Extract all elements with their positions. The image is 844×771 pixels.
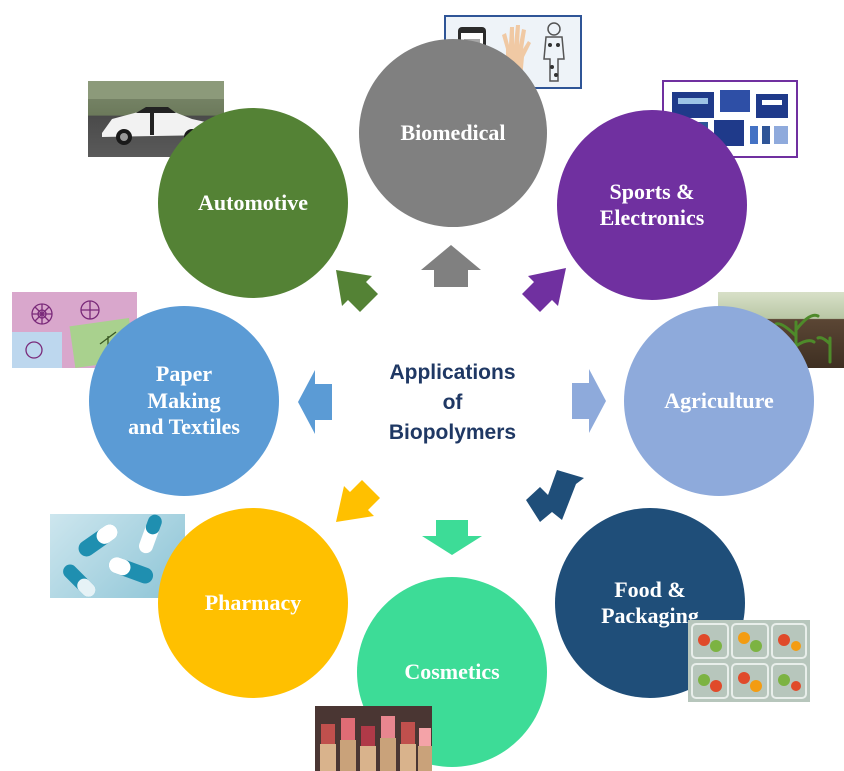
arrow-down-right-icon bbox=[526, 470, 584, 522]
lipsticks-image bbox=[315, 706, 432, 771]
arrow-up-left-icon bbox=[336, 270, 378, 312]
arrow-right-icon bbox=[572, 369, 606, 433]
node-automotive: Automotive bbox=[158, 108, 348, 298]
node-label: Pharmacy bbox=[204, 589, 302, 615]
arrow-up-right-icon bbox=[522, 268, 566, 312]
fabric-image bbox=[12, 292, 137, 368]
node-label: Sports & Electronics bbox=[599, 178, 705, 230]
node-label: Automotive bbox=[198, 189, 308, 215]
node-label: Paper Making and Textiles bbox=[128, 361, 240, 440]
arrow-left-icon bbox=[298, 370, 332, 434]
packaged-vegetables-image bbox=[688, 620, 810, 702]
node-biomedical: Biomedical bbox=[359, 39, 547, 227]
node-label: Biomedical bbox=[400, 119, 506, 145]
arrow-down-icon bbox=[422, 520, 482, 555]
center-title: Applications of Biopolymers bbox=[388, 361, 517, 444]
arrow-down-left-icon bbox=[336, 480, 380, 522]
node-sports-electronics: Sports & Electronics bbox=[557, 110, 747, 300]
node-label: Food & Packaging bbox=[601, 576, 699, 628]
node-agriculture: Agriculture bbox=[624, 306, 814, 496]
node-label: Agriculture bbox=[664, 387, 774, 413]
node-pharmacy: Pharmacy bbox=[158, 508, 348, 698]
node-label: Cosmetics bbox=[404, 658, 500, 684]
arrow-up-icon bbox=[421, 245, 481, 287]
node-paper-textiles: Paper Making and Textiles bbox=[89, 306, 279, 496]
node-cosmetics: Cosmetics bbox=[357, 577, 547, 767]
